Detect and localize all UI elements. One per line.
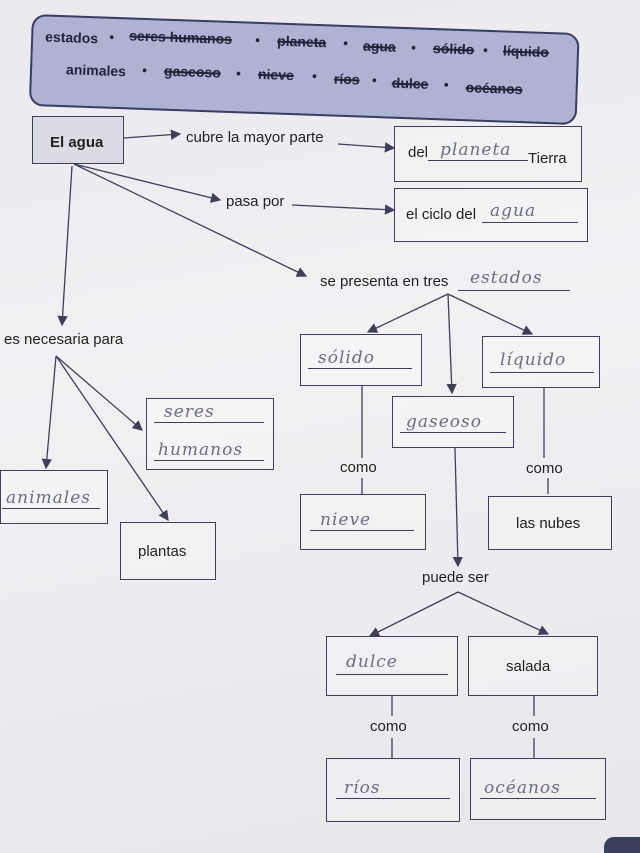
label-como-2: como (526, 460, 563, 477)
answer-seres: seres (164, 402, 215, 422)
label-nubes: las nubes (516, 515, 581, 532)
answer-agua: agua (490, 201, 537, 221)
label-cubre: cubre la mayor parte (186, 129, 324, 146)
page-corner-tab (604, 837, 640, 853)
answer-dulce: dulce (346, 652, 398, 672)
box-gaseoso (392, 396, 514, 448)
blank-line (482, 222, 578, 223)
answer-gaseoso: gaseoso (406, 412, 482, 432)
blank-line (336, 798, 450, 799)
box-animales (0, 470, 108, 524)
box-nubes (488, 496, 612, 550)
label-puede-ser: puede ser (422, 569, 489, 586)
answer-nieve: nieve (320, 510, 372, 530)
blank-line (480, 798, 596, 799)
answer-solido: sólido (318, 348, 375, 368)
box-solido (300, 334, 422, 386)
ciclo-prefix: el ciclo del (406, 206, 477, 223)
blank-line (428, 160, 528, 161)
del-suffix: Tierra (528, 150, 567, 167)
blank-line (490, 372, 594, 373)
label-como-4: como (512, 718, 549, 735)
blank-line (2, 508, 100, 509)
answer-rios: ríos (344, 778, 381, 798)
blank-line (458, 290, 570, 291)
blank-line (154, 460, 264, 461)
box-oceanos (470, 758, 606, 820)
blank-line (310, 530, 414, 531)
box-dulce (326, 636, 458, 696)
label-pasa: pasa por (226, 193, 285, 210)
blank-line (308, 368, 412, 369)
del-prefix: del (408, 144, 429, 161)
root-label: El agua (50, 134, 104, 151)
blank-line (400, 432, 506, 433)
label-salada: salada (506, 658, 551, 675)
box-planeta (394, 126, 582, 182)
label-plantas: plantas (138, 543, 187, 560)
box-nieve (300, 494, 426, 550)
box-rios (326, 758, 460, 822)
answer-estados: estados (470, 268, 543, 288)
blank-line (154, 422, 264, 423)
box-salada (468, 636, 598, 696)
answer-humanos: humanos (158, 440, 244, 460)
root-box (32, 116, 124, 164)
box-seres-humanos (146, 398, 274, 470)
answer-animales: animales (6, 488, 91, 508)
label-como-1: como (340, 459, 377, 476)
label-necesaria: es necesaria para (4, 331, 124, 348)
blank-line (336, 674, 448, 675)
label-como-3: como (370, 718, 407, 735)
box-ciclo (394, 188, 588, 242)
box-plantas (120, 522, 216, 580)
box-liquido (482, 336, 600, 388)
answer-oceanos: océanos (484, 778, 561, 798)
answer-liquido: líquido (500, 350, 567, 370)
answer-planeta: planeta (440, 140, 512, 160)
label-presenta: se presenta en tres (320, 273, 449, 290)
